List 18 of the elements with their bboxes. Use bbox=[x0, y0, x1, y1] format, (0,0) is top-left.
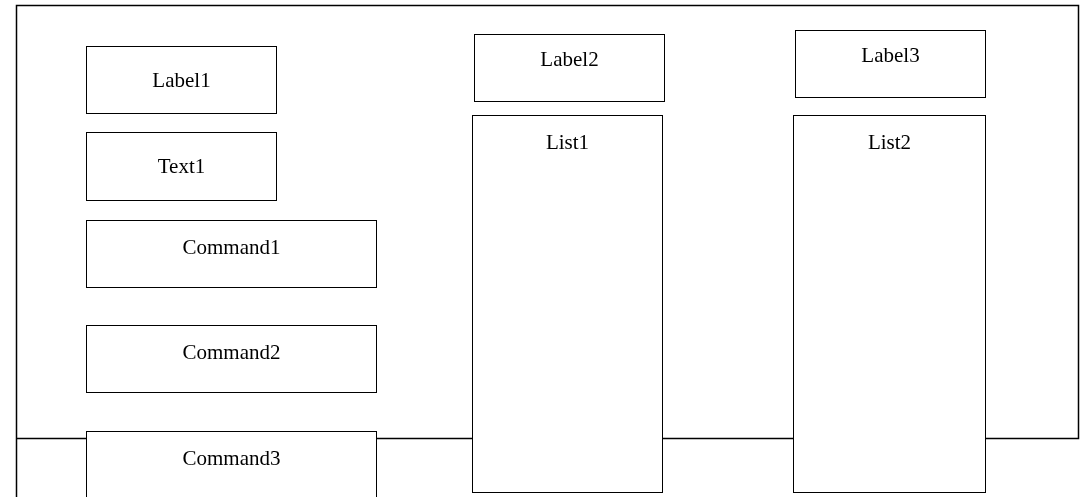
text-box bbox=[86, 132, 277, 201]
control-caption: Command3 bbox=[182, 446, 281, 471]
control-caption: List1 bbox=[545, 130, 590, 155]
label-box bbox=[86, 46, 277, 114]
command-button bbox=[86, 220, 377, 288]
control-caption: Text1 bbox=[157, 154, 206, 179]
control-caption: Label2 bbox=[540, 47, 599, 72]
label-box bbox=[474, 34, 665, 102]
command-button bbox=[86, 325, 377, 393]
control-caption: Label3 bbox=[861, 43, 920, 68]
control-caption: Command2 bbox=[182, 340, 281, 365]
control-caption: List2 bbox=[867, 130, 912, 155]
command-button bbox=[86, 431, 377, 497]
control-caption: Label1 bbox=[152, 67, 211, 93]
label-box bbox=[795, 30, 986, 98]
control-caption: Command1 bbox=[182, 235, 281, 260]
list-box bbox=[472, 115, 663, 493]
list-box bbox=[793, 115, 986, 493]
